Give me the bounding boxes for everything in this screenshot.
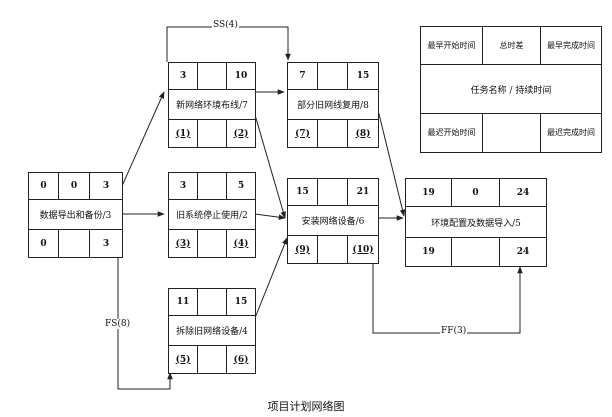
blank-cell	[198, 120, 227, 147]
latest-finish: 24	[516, 247, 530, 257]
total-float: 0	[452, 179, 500, 207]
blank-cell	[59, 230, 90, 257]
task-name: 数据导出和备份/3	[29, 200, 122, 230]
task-name: 部分旧网线复用/8	[288, 90, 378, 120]
latest-start: (7)	[288, 120, 318, 147]
earliest-start: 0	[29, 173, 59, 200]
total-float	[318, 63, 348, 90]
legend-latest-start: 最迟开始时间	[421, 114, 483, 152]
legend-latest-finish: 最迟完成时间	[547, 128, 595, 138]
fs-label: FS(8)	[104, 319, 132, 329]
ff-link-line	[372, 264, 523, 334]
legend-blank-cell	[483, 114, 541, 152]
latest-finish: (8)	[355, 128, 371, 139]
earliest-start: 7	[288, 63, 318, 90]
e-to-g-arrow	[377, 109, 406, 217]
ss-link-line	[166, 26, 291, 62]
earliest-start: 3	[169, 173, 198, 200]
earliest-finish: 5	[227, 173, 255, 200]
earliest-start: 11	[169, 289, 198, 316]
c-to-f-arrow	[254, 213, 286, 220]
blank-cell	[318, 120, 348, 147]
blank-cell	[452, 238, 500, 266]
blank-cell	[198, 346, 227, 373]
earliest-finish: 15	[227, 289, 255, 316]
task-node-e: 7 15 部分旧网线复用/8 (7) (8)	[287, 62, 379, 148]
task-name: 拆除旧网络设备/4	[169, 316, 255, 346]
task-name: 新网络环境布线/7	[169, 90, 255, 120]
task-node-d: 11 15 拆除旧网络设备/4 (5) (6)	[168, 288, 256, 374]
earliest-finish: 10	[227, 63, 255, 90]
latest-start: (1)	[169, 120, 198, 147]
task-node-c: 3 5 旧系统停止使用/2 (3) (4)	[168, 172, 256, 258]
total-float	[318, 179, 348, 206]
earliest-finish: 24	[500, 179, 546, 207]
legend-name-duration: 任务名称 / 持续时间	[421, 65, 601, 114]
latest-finish: (2)	[233, 128, 249, 139]
latest-finish: (10)	[352, 244, 374, 255]
earliest-finish: 3	[90, 173, 122, 200]
d-to-f-arrow	[254, 237, 288, 319]
earliest-start: 3	[169, 63, 198, 90]
diagram-caption: 项目计划网络图	[267, 400, 345, 413]
blank-cell	[318, 236, 348, 263]
task-name: 旧系统停止使用/2	[169, 200, 255, 230]
task-name: 环境配置及数据导入/5	[406, 207, 546, 238]
latest-start: 19	[406, 238, 452, 266]
latest-start: (5)	[169, 346, 198, 373]
task-node-b: 3 10 新网络环境布线/7 (1) (2)	[168, 62, 256, 148]
task-node-a: 0 0 3 数据导出和备份/3 0 3	[28, 172, 123, 258]
earliest-finish: 21	[348, 179, 378, 206]
ss-label: SS(4)	[212, 20, 239, 30]
task-node-f: 15 21 安装网络设备/6 (9) (10)	[287, 178, 379, 264]
total-float: 0	[59, 173, 90, 200]
legend-total-float: 总时差	[483, 27, 541, 65]
total-float	[198, 173, 227, 200]
b-to-f-arrow	[252, 107, 286, 219]
earliest-finish: 15	[348, 63, 378, 90]
earliest-start: 19	[406, 179, 452, 207]
legend-earliest-start: 最早开始时间	[421, 27, 483, 65]
task-name: 安装网络设备/6	[288, 206, 378, 236]
earliest-start: 15	[288, 179, 318, 206]
ff-label: FF(3)	[440, 326, 468, 336]
latest-finish: 3	[102, 238, 110, 249]
latest-start: 0	[29, 230, 59, 257]
latest-start: (9)	[288, 236, 318, 263]
blank-cell	[198, 230, 227, 257]
total-float	[198, 63, 227, 90]
latest-finish: (6)	[233, 354, 249, 365]
legend-earliest-finish: 最早完成时间	[541, 27, 601, 65]
latest-finish: (4)	[233, 238, 249, 249]
a-to-b-arrow	[121, 91, 165, 187]
total-float	[198, 289, 227, 316]
latest-start: (3)	[169, 230, 198, 257]
legend-box: 最早开始时间 总时差 最早完成时间 任务名称 / 持续时间 最迟开始时间 最迟完…	[420, 26, 602, 153]
task-node-g: 19 0 24 环境配置及数据导入/5 19 24	[405, 178, 547, 267]
